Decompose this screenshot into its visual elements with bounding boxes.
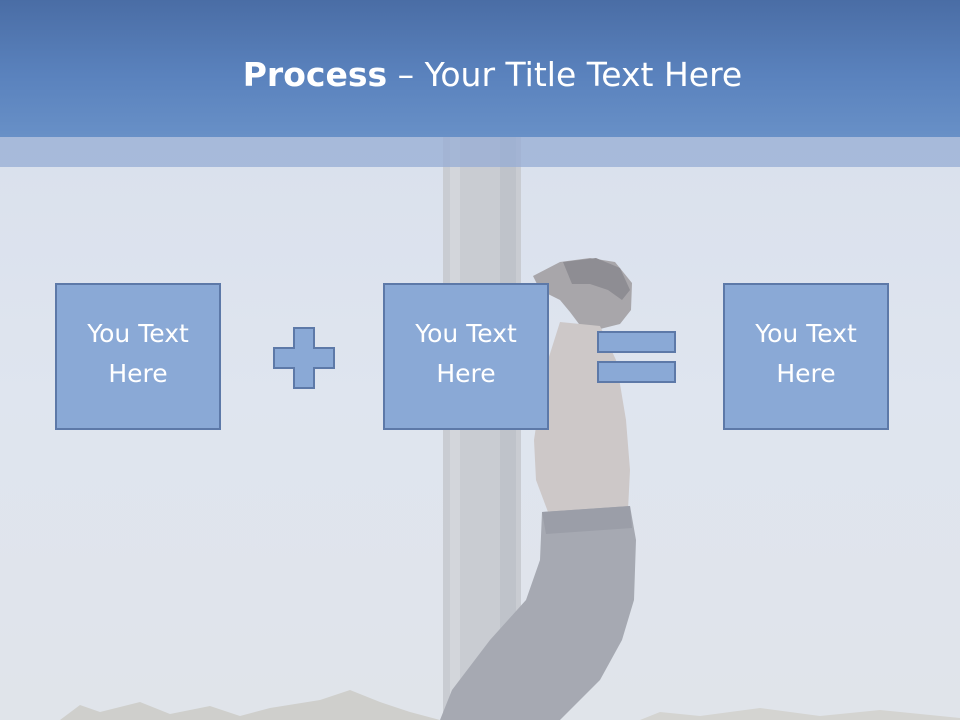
process-box-1-line1: You Text (87, 318, 189, 348)
process-box-1-text: You Text Here (87, 314, 189, 394)
grass (60, 690, 440, 720)
process-box-1-line2: Here (108, 358, 168, 388)
process-box-2-line2: Here (436, 358, 496, 388)
equals-icon (597, 331, 677, 383)
title-band (0, 137, 960, 167)
slide-title: Process – Your Title Text Here (0, 50, 960, 100)
title-rest: Your Title Text Here (424, 55, 743, 94)
process-box-3-line2: Here (776, 358, 836, 388)
process-box-2-line1: You Text (415, 318, 517, 348)
process-box-1[interactable]: You Text Here (55, 283, 221, 430)
title-dash: – (387, 55, 425, 94)
process-box-2-text: You Text Here (415, 314, 517, 394)
process-box-3-text: You Text Here (755, 314, 857, 394)
process-box-3-line1: You Text (755, 318, 857, 348)
title-bold: Process (242, 55, 388, 94)
plus-icon (273, 327, 335, 389)
person-legs (440, 506, 636, 720)
title-bar (0, 0, 960, 137)
process-box-3[interactable]: You Text Here (723, 283, 889, 430)
process-box-2[interactable]: You Text Here (383, 283, 549, 430)
